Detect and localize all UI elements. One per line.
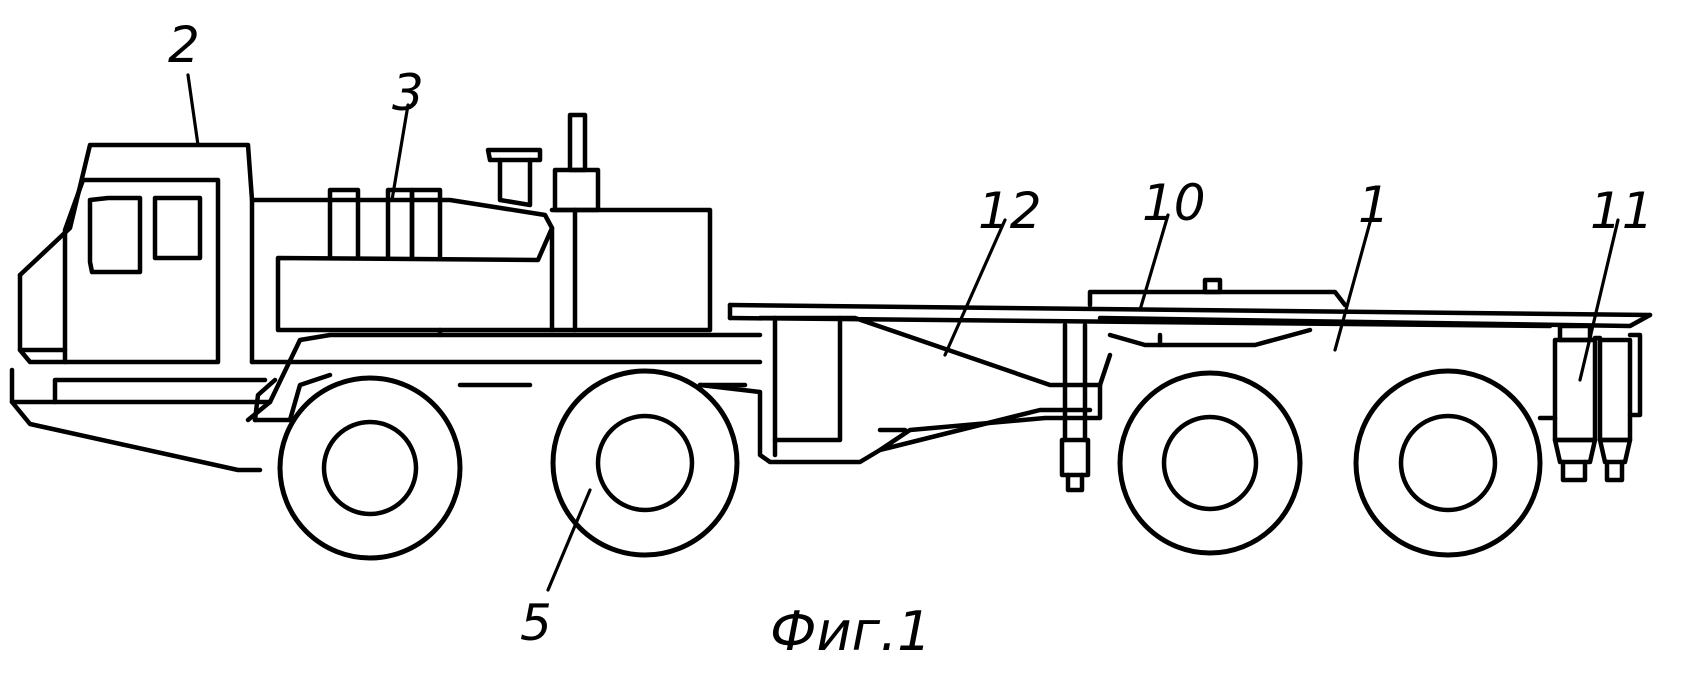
callout-2: 2 bbox=[168, 16, 200, 74]
cab bbox=[20, 145, 252, 362]
figure-caption: Фиг.1 bbox=[770, 600, 931, 663]
callout-1: 1 bbox=[1358, 176, 1390, 234]
callout-11: 11 bbox=[1590, 182, 1654, 240]
wheel-front-1 bbox=[280, 378, 460, 558]
wheel-rear-2 bbox=[1356, 371, 1540, 555]
callout-12: 12 bbox=[978, 182, 1042, 240]
saddle-frame-module bbox=[760, 318, 1100, 455]
callout-3: 3 bbox=[392, 64, 424, 122]
front-bumper bbox=[12, 370, 270, 470]
callout-5: 5 bbox=[520, 594, 552, 652]
rear-cylinders bbox=[1540, 326, 1640, 480]
wheel-rear-1 bbox=[1120, 373, 1300, 553]
wheels bbox=[280, 371, 1540, 558]
wheel-front-2 bbox=[553, 371, 737, 555]
rear-supports bbox=[1062, 325, 1110, 490]
engine-hood bbox=[252, 190, 552, 330]
callout-10: 10 bbox=[1142, 174, 1206, 232]
exhaust-intake bbox=[488, 115, 710, 330]
